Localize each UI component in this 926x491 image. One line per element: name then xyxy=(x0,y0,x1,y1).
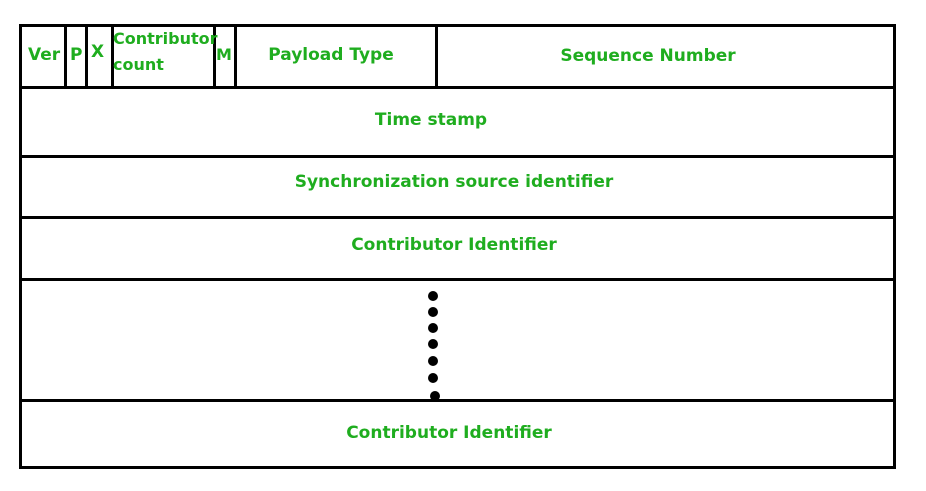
field-ver: Ver xyxy=(28,45,61,65)
field-divider xyxy=(213,24,216,87)
field-divider xyxy=(85,24,88,87)
field-contributor-count-line1: Contributor xyxy=(113,29,218,48)
ellipsis-dot xyxy=(430,391,440,401)
row-divider xyxy=(19,86,896,89)
header-frame xyxy=(19,24,896,469)
ellipsis-dot xyxy=(428,291,438,301)
ellipsis-dot xyxy=(428,356,438,366)
field-divider xyxy=(111,24,114,87)
row-divider xyxy=(19,399,896,402)
field-sequence-number: Sequence Number xyxy=(560,46,736,66)
field-payload-type: Payload Type xyxy=(268,45,394,65)
ellipsis-dot xyxy=(428,323,438,333)
ellipsis-dot xyxy=(428,339,438,349)
ellipsis-dot xyxy=(428,373,438,383)
field-divider xyxy=(64,24,67,87)
row-time-stamp: Time stamp xyxy=(374,110,488,130)
field-divider xyxy=(234,24,237,87)
field-divider xyxy=(435,24,438,87)
row-divider xyxy=(19,155,896,158)
field-p: P xyxy=(70,45,83,65)
row-contributor-identifier-first: Contributor Identifier xyxy=(351,235,557,255)
field-x: X xyxy=(91,42,105,62)
row-divider xyxy=(19,216,896,219)
row-ssrc: Synchronization source identifier xyxy=(294,172,614,192)
field-m: M xyxy=(216,45,232,64)
row-contributor-identifier-last: Contributor Identifier xyxy=(346,423,552,443)
row-divider xyxy=(19,278,896,281)
ellipsis-dot xyxy=(428,307,438,317)
field-contributor-count-line2: count xyxy=(113,55,164,74)
